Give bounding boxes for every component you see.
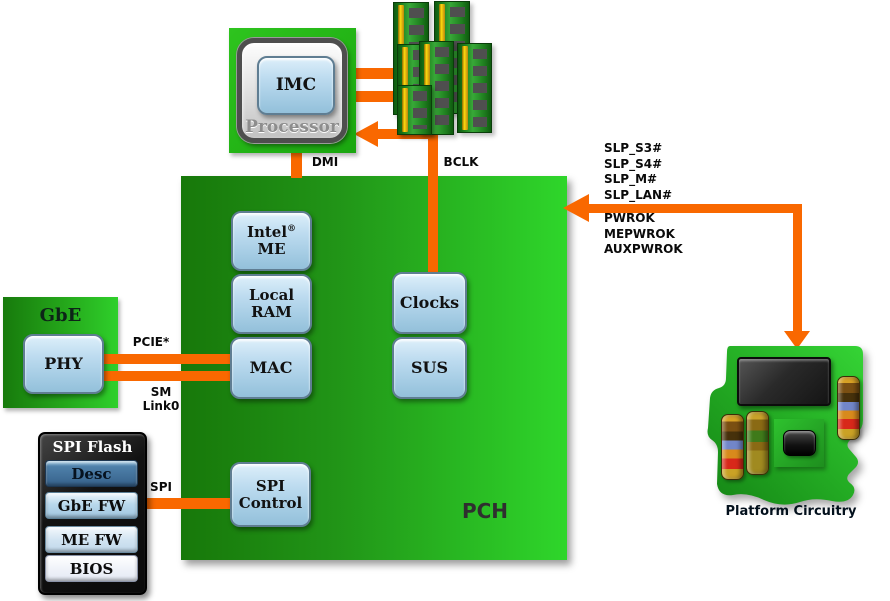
signal-slp-s4: SLP_S4# xyxy=(604,156,663,171)
platform-arrowhead xyxy=(784,331,810,349)
slp-signals-arrowhead xyxy=(563,194,589,222)
pcie-label: PCIE* xyxy=(132,335,170,349)
dmi-label: DMI xyxy=(311,155,339,169)
dimm-chips xyxy=(435,47,449,129)
bclk-arrowhead xyxy=(354,121,378,147)
clocks-block: Clocks xyxy=(392,272,467,334)
bclk-line-vertical xyxy=(428,129,438,274)
platform-circuitry-label: Platform Circuitry xyxy=(725,504,857,519)
local-ram-label-line2: RAM xyxy=(251,303,292,321)
signal-auxpwrok: AUXPWROK xyxy=(604,242,683,256)
spi-label: SPI xyxy=(150,480,172,494)
processor-chip: IMC Processor xyxy=(237,38,347,143)
sm-link-label-line2: Link0 xyxy=(142,399,180,414)
imc-memory-bus-1 xyxy=(337,68,401,79)
sm-link-bus xyxy=(97,371,233,381)
pcb-resistor-left xyxy=(721,414,744,480)
signal-slp-s3: SLP_S3# xyxy=(604,141,663,155)
local-ram-block: Local RAM xyxy=(231,274,312,334)
spi-flash-region-gbe-fw: GbE FW xyxy=(45,492,138,519)
pcb-resistor-right xyxy=(837,376,860,440)
imc-label: IMC xyxy=(275,74,317,95)
intel-me-label-line2: ME xyxy=(257,240,286,258)
pcb-resistor-middle xyxy=(746,411,769,475)
signal-mepwrok: MEPWROK xyxy=(604,226,675,241)
pwrok-signal-list: PWROK MEPWROK AUXPWROK xyxy=(604,211,683,258)
dimm-chips xyxy=(473,49,487,127)
intel-me-block: Intel® ME xyxy=(231,211,312,271)
dimm-gold-stripe xyxy=(402,88,408,132)
intel-me-label-line1: Intel® xyxy=(246,223,297,242)
dimm-chips xyxy=(413,91,427,129)
sus-block: SUS xyxy=(392,337,467,399)
slp-signal-list: SLP_S3# SLP_S4# SLP_M# SLP_LAN# xyxy=(604,141,672,203)
spi-flash-region-desc: Desc xyxy=(45,460,138,487)
processor-panel: IMC Processor xyxy=(229,28,356,153)
spi-control-label-line2: Control xyxy=(238,493,303,512)
dimm-module xyxy=(397,85,432,135)
spi-control-block: SPI Control xyxy=(230,462,311,527)
dimm-module xyxy=(457,43,492,133)
spi-flash-region-me-fw: ME FW xyxy=(45,526,138,553)
sus-label: SUS xyxy=(410,358,449,378)
mac-label: MAC xyxy=(249,358,293,378)
spi-flash-title: SPI Flash xyxy=(52,438,133,456)
spi-flash-region-bios: BIOS xyxy=(45,555,138,582)
dmi-line xyxy=(291,149,302,178)
gbe-title: GbE xyxy=(39,305,82,326)
signal-pwrok: PWROK xyxy=(604,211,655,225)
bclk-label: BCLK xyxy=(443,155,479,169)
phy-block: PHY xyxy=(23,334,104,394)
signal-slp-lan: SLP_LAN# xyxy=(604,187,673,202)
pch-label: PCH xyxy=(461,499,509,523)
pcb-small-chip xyxy=(783,430,816,456)
dimm-gold-stripe xyxy=(462,46,468,130)
platform-line-vertical xyxy=(793,204,802,332)
slp-signals-line-horizontal xyxy=(588,204,802,213)
sm-link-label-line1: SM xyxy=(150,385,172,399)
sm-link-label: SM Link0 xyxy=(135,385,187,414)
local-ram-label-line1: Local xyxy=(248,286,295,305)
spi-control-label-line1: SPI xyxy=(255,476,286,495)
pcb-large-chip xyxy=(737,357,831,406)
spi-flash-block: SPI Flash Desc GbE FW ME FW BIOS xyxy=(38,432,147,595)
clocks-label: Clocks xyxy=(399,293,460,313)
processor-label: Processor xyxy=(245,117,339,137)
phy-label: PHY xyxy=(44,354,83,374)
pcie-bus xyxy=(97,354,233,364)
imc-block: IMC xyxy=(257,56,335,115)
registered-mark: ® xyxy=(287,224,297,235)
signal-slp-m: SLP_M# xyxy=(604,172,658,186)
spi-bus xyxy=(140,498,232,509)
mac-block: MAC xyxy=(230,337,312,399)
